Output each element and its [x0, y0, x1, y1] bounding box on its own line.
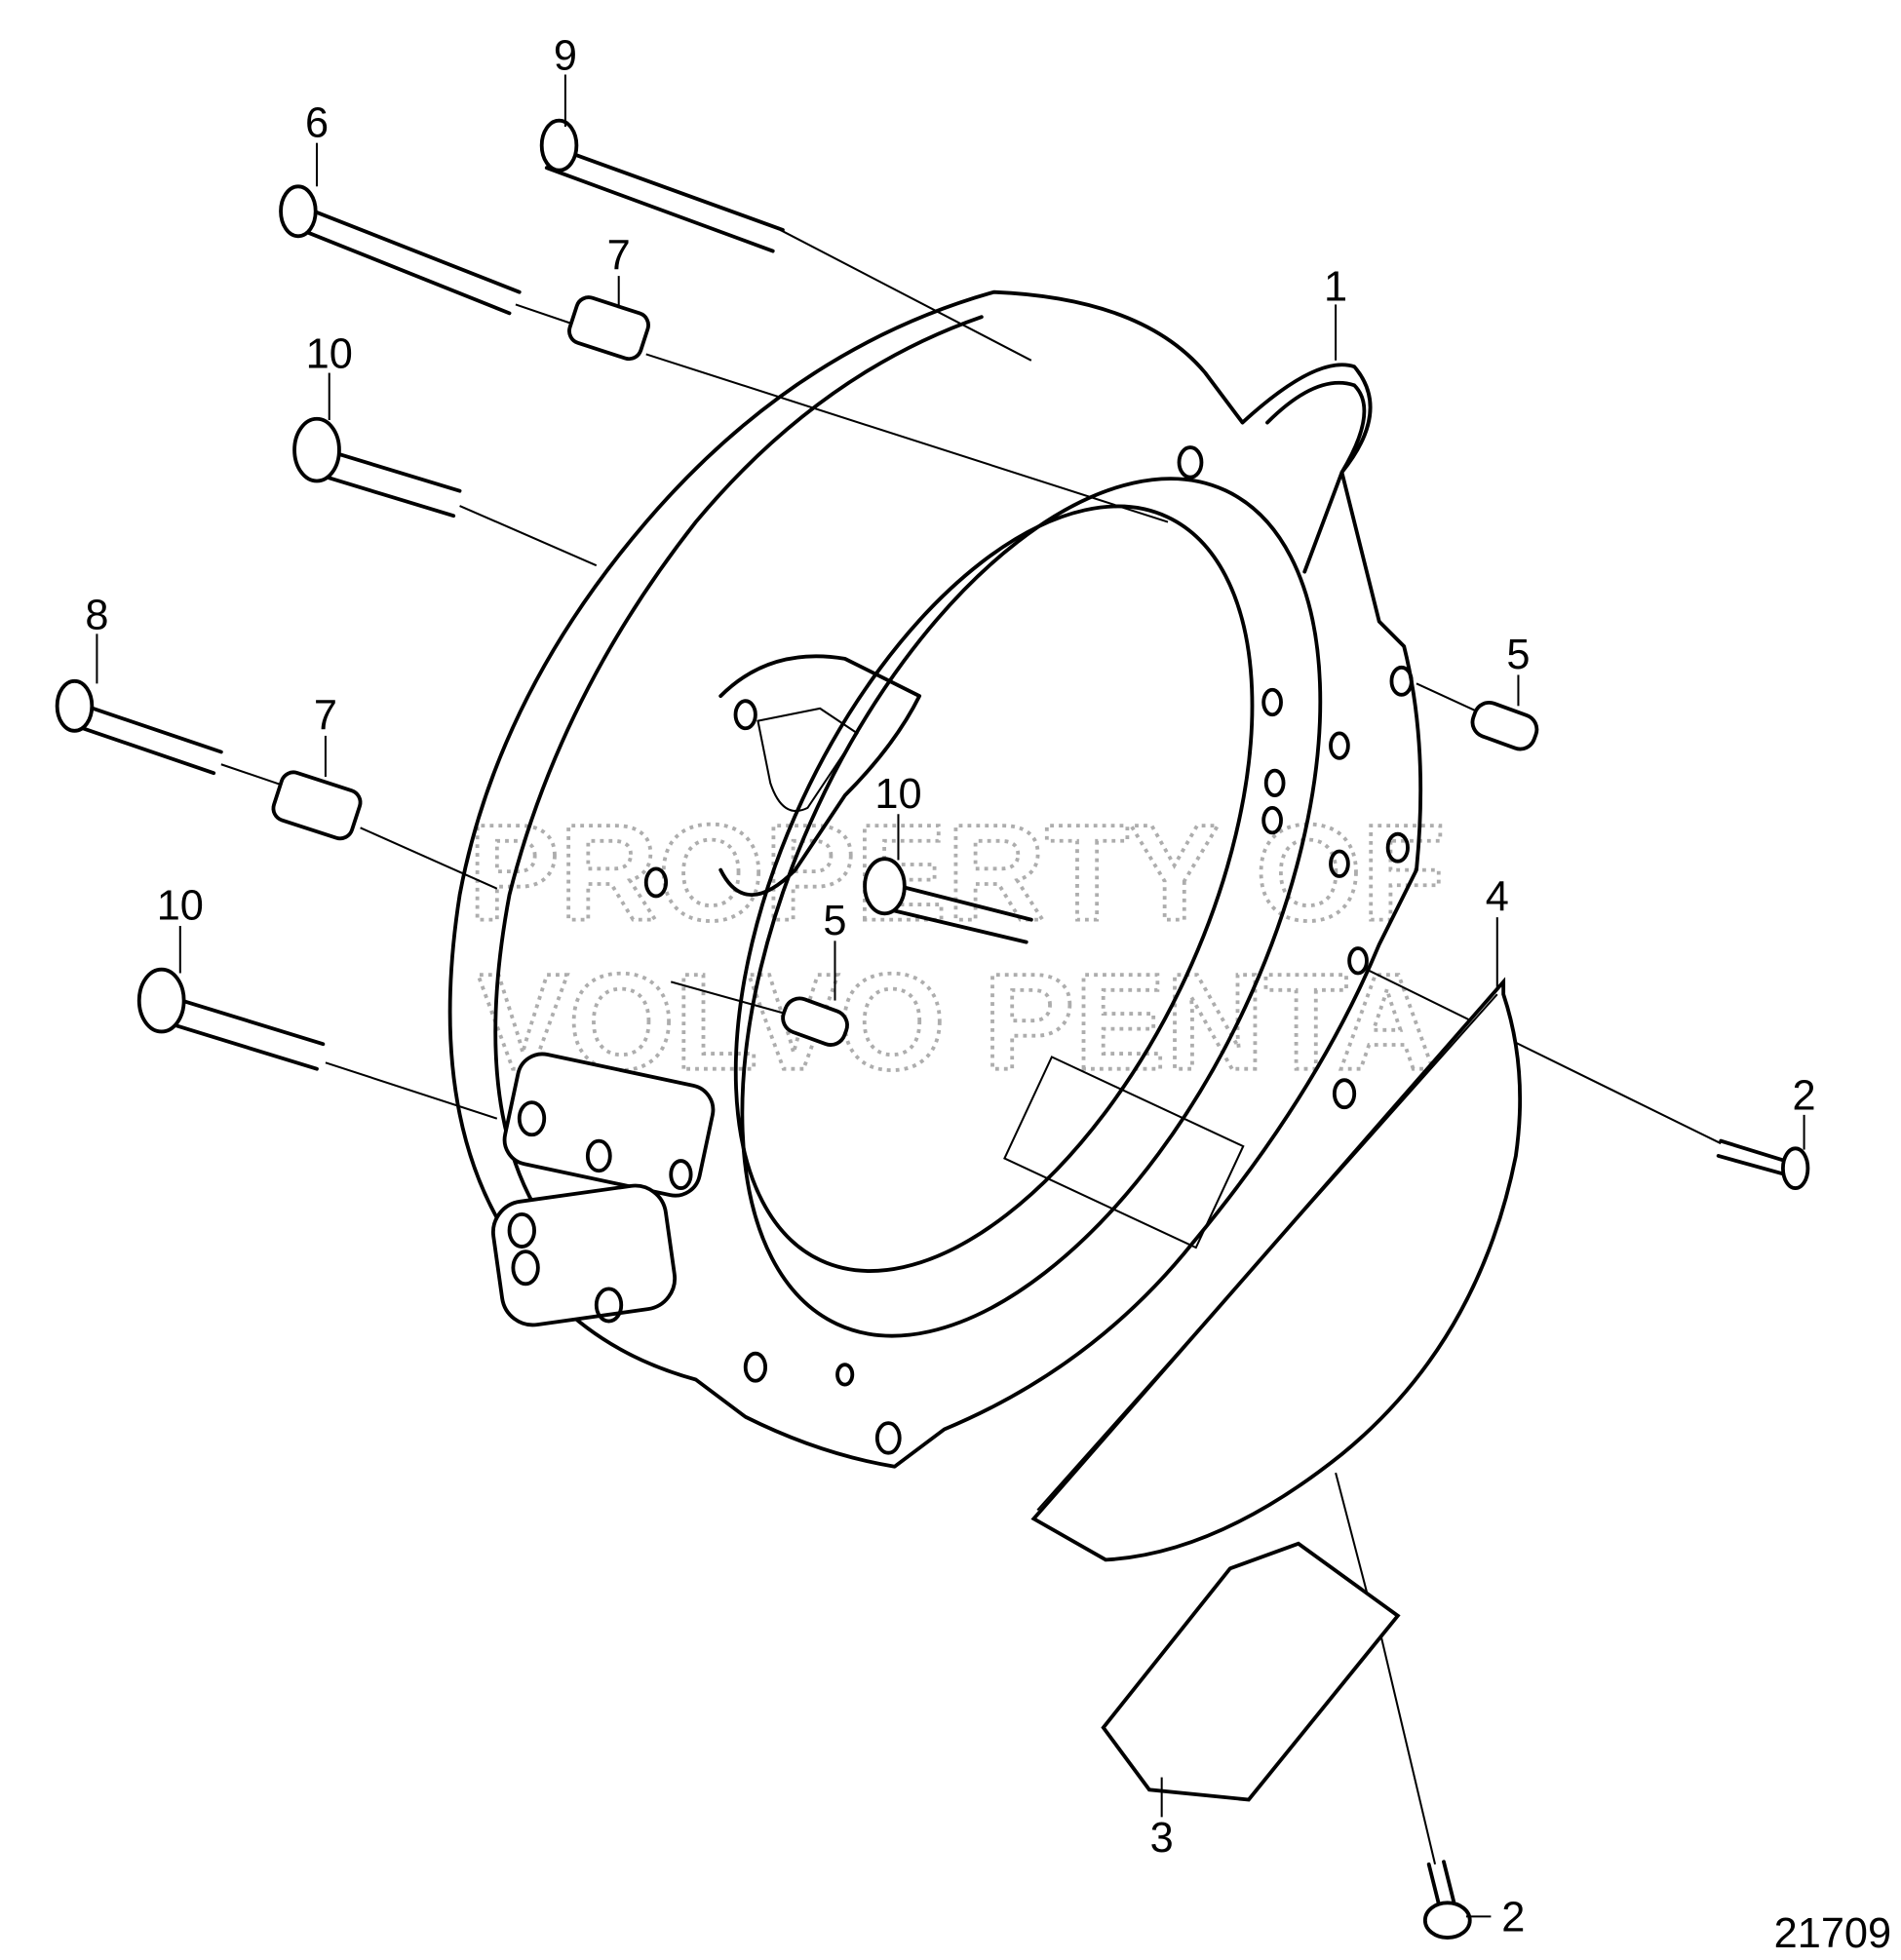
watermark: PROPERTY OF VOLVO PENTA — [466, 794, 1447, 1100]
bolt-10-middle — [863, 857, 1033, 944]
bolt-10-upper — [292, 416, 598, 567]
callout-2: 2 — [1501, 1895, 1525, 1941]
bolt-6 — [279, 184, 578, 327]
callouts: 9 6 7 1 10 8 7 5 10 5 10 4 2 3 2 21709 — [85, 32, 1891, 1957]
callout-2: 2 — [1793, 1073, 1816, 1120]
bolt-9 — [539, 118, 1032, 362]
flywheel-housing — [447, 289, 1423, 1469]
callout-1: 1 — [1324, 264, 1347, 311]
screw-2-right — [1366, 968, 1810, 1191]
sleeve-7-upper — [567, 295, 1169, 523]
screw-2-bottom — [1377, 1628, 1472, 1940]
callout-10: 10 — [157, 883, 204, 930]
callout-9: 9 — [554, 32, 577, 79]
callout-7: 7 — [314, 693, 337, 740]
callout-5: 5 — [823, 898, 846, 944]
pin-5-right — [1416, 682, 1539, 751]
callout-10: 10 — [306, 330, 353, 377]
drawing-number: 21709 — [1774, 1910, 1891, 1957]
pin-5-middle — [670, 980, 849, 1047]
cover-plate — [1030, 977, 1523, 1562]
callout-7: 7 — [607, 233, 631, 280]
callout-8: 8 — [85, 592, 108, 638]
bolt-8 — [55, 678, 284, 787]
bolt-10-lower — [136, 967, 498, 1120]
callout-4: 4 — [1486, 874, 1509, 921]
inspection-cover — [1101, 1541, 1401, 1802]
sleeve-7-lower — [271, 770, 498, 890]
callout-3: 3 — [1150, 1815, 1174, 1862]
callout-10: 10 — [874, 771, 921, 818]
fasteners — [55, 118, 1810, 1940]
callout-5: 5 — [1506, 632, 1530, 678]
callout-6: 6 — [305, 99, 329, 146]
